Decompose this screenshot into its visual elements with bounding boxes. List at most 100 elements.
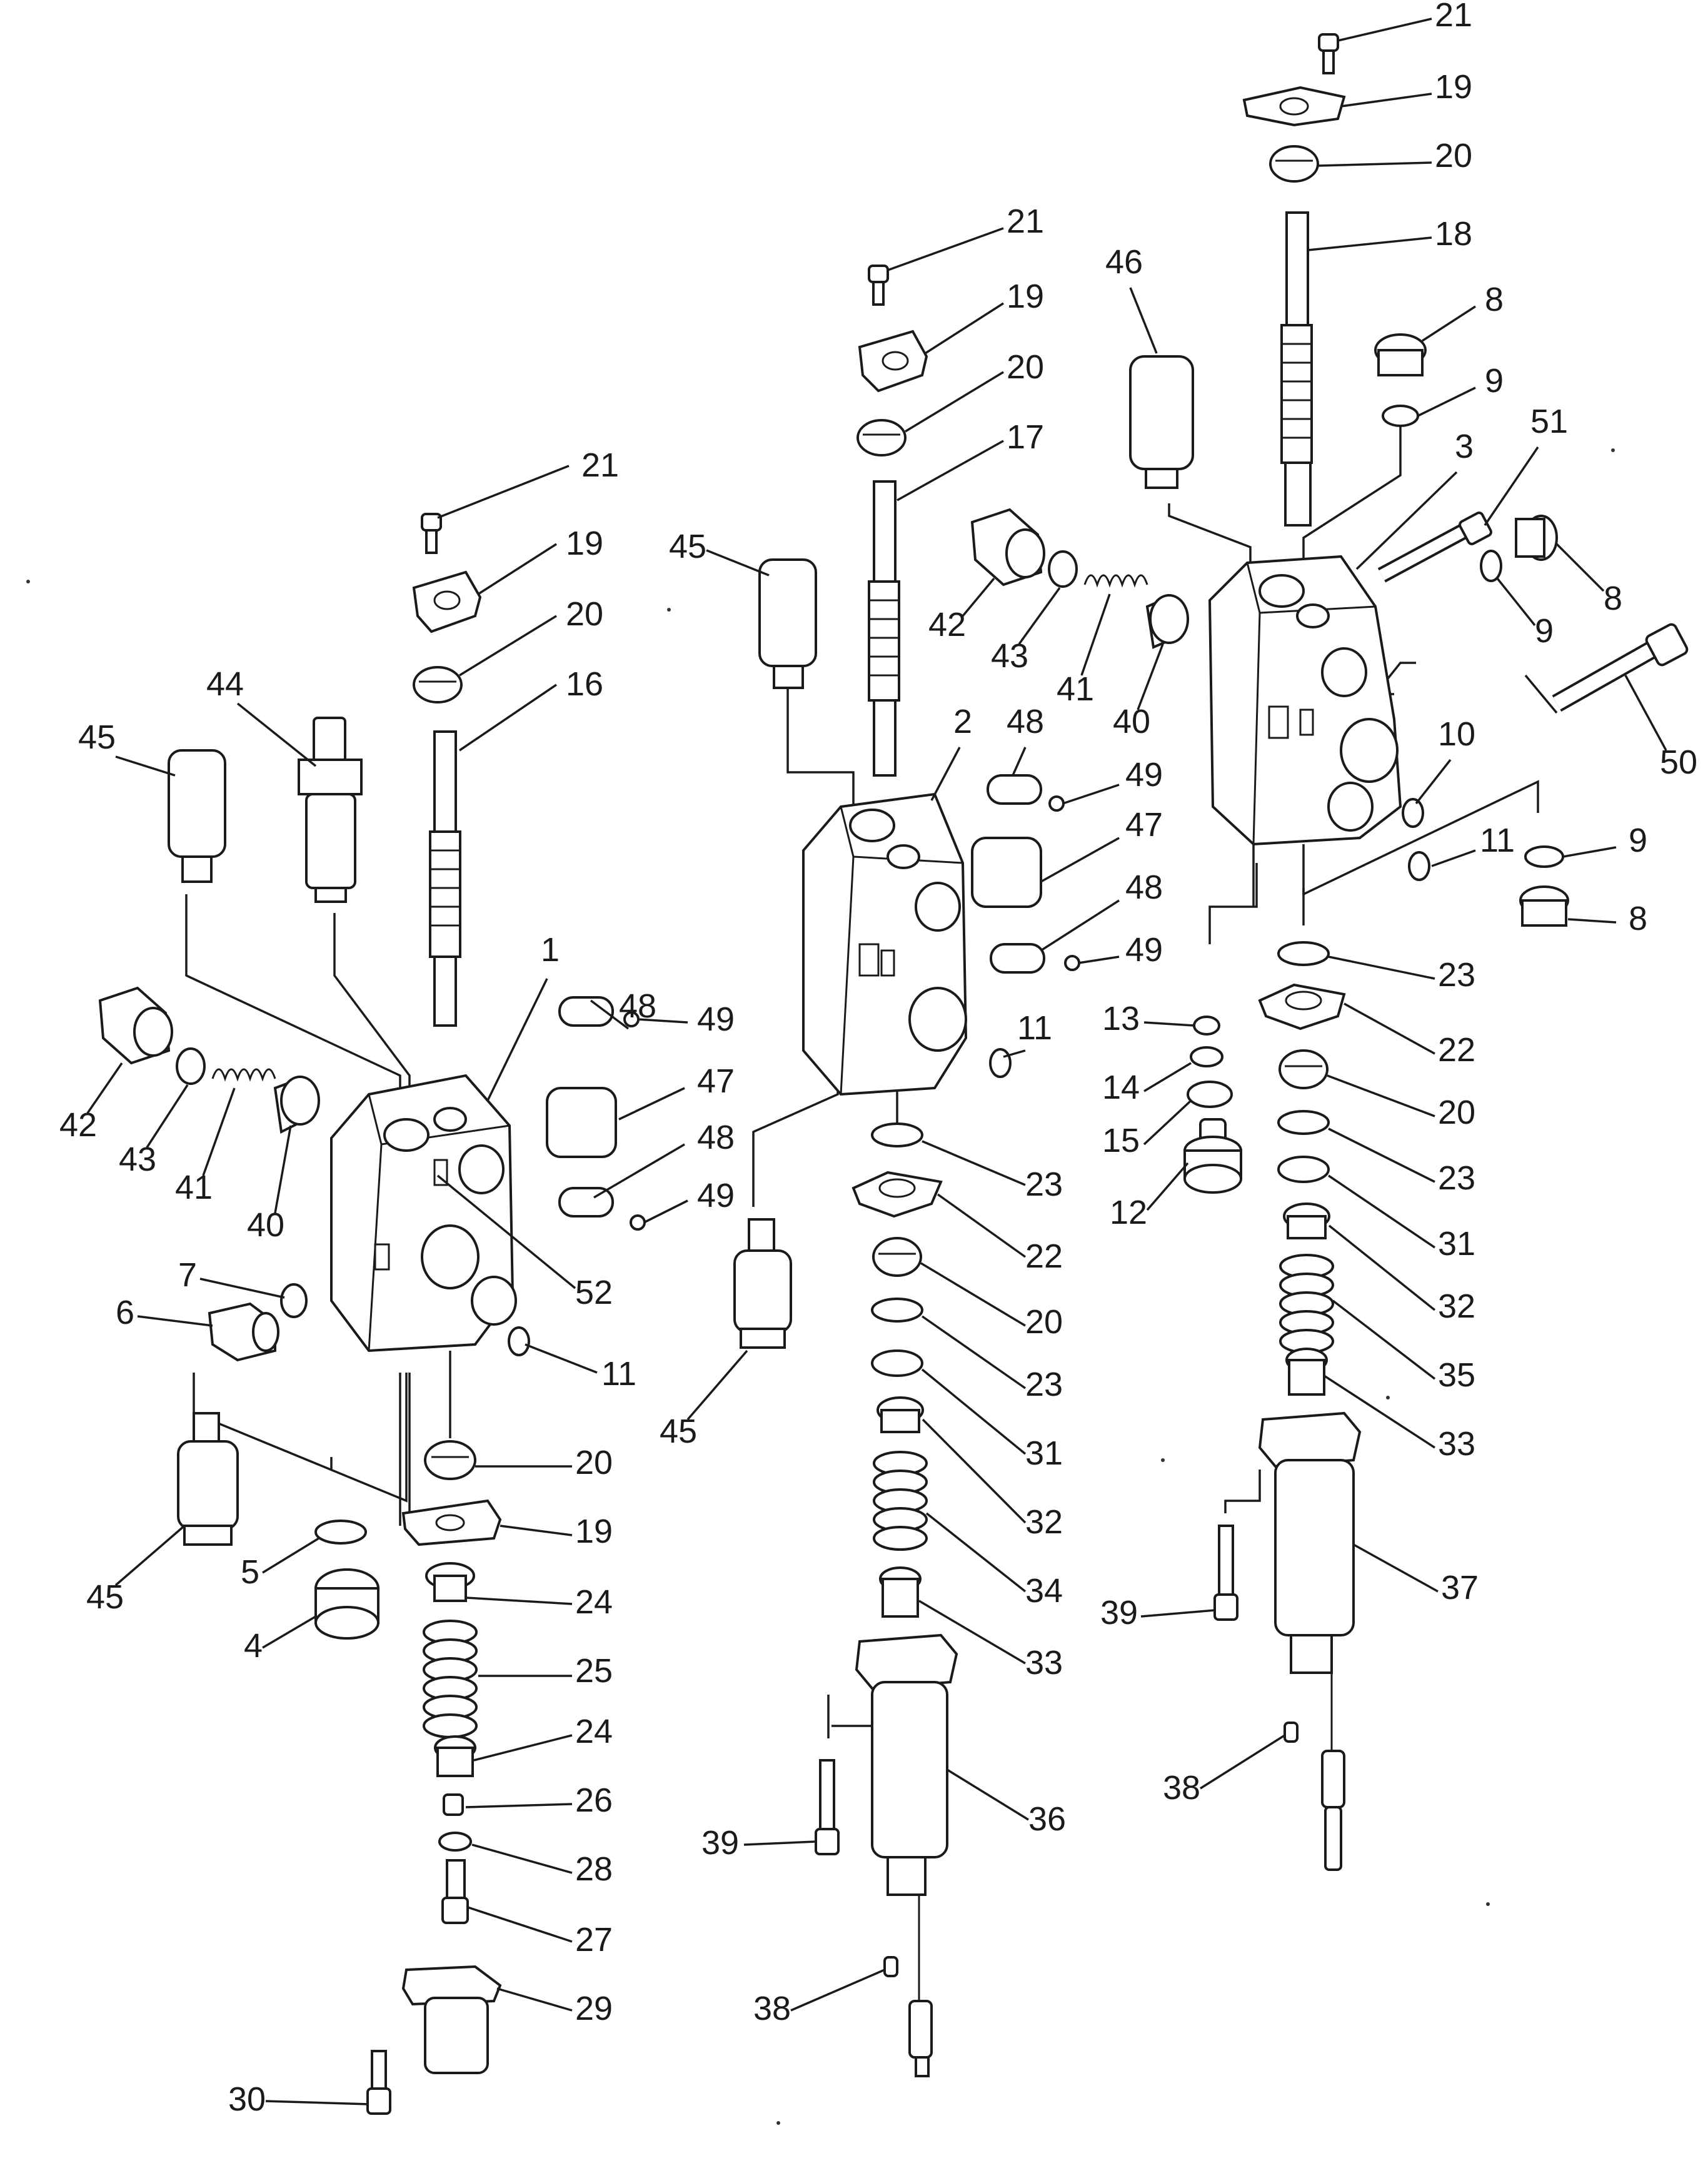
callout-label-c-m-19: 19 — [1007, 278, 1044, 315]
plug-10 — [1402, 798, 1424, 828]
callout-label-c-m-43: 43 — [991, 637, 1028, 675]
callout-leader-c-r-9c — [1562, 846, 1617, 858]
callout-label-c-l-7: 7 — [178, 1256, 197, 1294]
callout-leader-c-r-38 — [1200, 1734, 1285, 1790]
callout-label-c-r-23a: 23 — [1438, 956, 1475, 994]
callout-leader-c-r-37 — [1353, 1543, 1439, 1593]
scan-specks — [26, 448, 1615, 2125]
bushing-26 — [443, 1793, 464, 1816]
callout-leader-c-r-3 — [1355, 471, 1458, 570]
seat-24-left-a — [425, 1562, 475, 1602]
cover-22-right — [1258, 983, 1346, 1031]
callout-label-c-r-8a: 8 — [1485, 281, 1504, 318]
callout-leader-c-r-35 — [1332, 1299, 1436, 1380]
callout-label-c-r-37: 37 — [1441, 1569, 1479, 1606]
callout-leader-c-m-49b — [1078, 955, 1120, 964]
callout-label-c-m-48a: 48 — [1007, 703, 1044, 740]
callout-leader-c-m-23a — [922, 1140, 1026, 1186]
callout-label-c-r-50: 50 — [1660, 744, 1697, 781]
callout-leader-c-r-46 — [1129, 287, 1158, 354]
callout-leader-c-m-49a — [1062, 784, 1120, 805]
bolt-21-right — [1318, 33, 1339, 74]
callout-leader-c-l-48a — [590, 999, 630, 1030]
callout-leader-c-r-23b — [1328, 1127, 1435, 1183]
callout-leader-c-l-28 — [471, 1843, 573, 1874]
callout-label-c-r-20a: 20 — [1435, 137, 1472, 174]
callout-label-c-l-45a: 45 — [78, 718, 116, 756]
callout-leader-c-l-7 — [199, 1278, 285, 1299]
callout-label-c-l-24b: 24 — [575, 1713, 613, 1750]
callout-label-c-r-35: 35 — [1438, 1356, 1475, 1394]
callout-label-c-r-3: 3 — [1455, 428, 1474, 465]
callout-label-c-m-45a: 45 — [669, 528, 706, 565]
callout-leader-c-l-49b — [643, 1199, 688, 1224]
callout-leader-c-r-20a — [1317, 161, 1432, 167]
callout-leader-c-l-47 — [618, 1087, 685, 1121]
callout-label-c-l-48b: 48 — [697, 1119, 735, 1156]
seal-20-left — [413, 666, 463, 703]
callout-leader-c-l-19b — [500, 1525, 573, 1536]
spring-25 — [423, 1620, 478, 1738]
callout-leader-c-m-36 — [947, 1768, 1029, 1821]
cover-22-middle — [851, 1171, 943, 1218]
oring-23-right-b — [1277, 1110, 1330, 1135]
oring-5 — [314, 1520, 367, 1545]
oring-49-left-b — [630, 1214, 646, 1231]
oring-9-right-b — [1480, 550, 1502, 582]
valve-body-1 — [330, 1074, 517, 1353]
bolt-39-right — [1213, 1525, 1238, 1621]
poppet-40-middle — [1145, 594, 1189, 649]
oring-23-right-a — [1277, 941, 1330, 966]
callout-label-c-r-51: 51 — [1530, 403, 1568, 440]
seat-33-middle — [879, 1566, 922, 1618]
callout-leader-c-l-19a — [478, 543, 557, 595]
callout-leader-c-r-8c — [1567, 918, 1617, 924]
gasket-47-middle — [971, 837, 1042, 908]
callout-leader-c-m-45b — [686, 1349, 748, 1421]
flange-19-left-lower — [401, 1499, 502, 1546]
callout-leader-c-m-40 — [1137, 643, 1164, 710]
callout-label-c-m-20b: 20 — [1025, 1303, 1063, 1341]
oring-43-middle — [1048, 550, 1078, 588]
washer-28 — [438, 1832, 472, 1852]
callout-leader-c-r-9b — [1496, 577, 1536, 627]
actuator-37 — [1258, 1411, 1362, 1871]
callout-leader-c-r-20b — [1327, 1074, 1435, 1117]
callout-leader-c-l-41 — [202, 1087, 236, 1176]
callout-label-c-l-20b: 20 — [575, 1444, 613, 1481]
callout-label-c-r-20b: 20 — [1438, 1094, 1475, 1131]
callout-label-c-l-26: 26 — [575, 1782, 613, 1819]
oring-23-middle-a — [871, 1122, 923, 1147]
seal-20-right — [1269, 145, 1319, 183]
callout-leader-c-l-45a — [115, 755, 176, 777]
valve-body-3 — [1208, 555, 1402, 846]
callout-leader-c-r-9a — [1417, 386, 1476, 417]
left-section-parts — [98, 513, 646, 2115]
callout-leader-c-m-48b — [1040, 899, 1120, 952]
spring-41-middle — [1083, 574, 1148, 588]
right-section-parts — [1129, 33, 1689, 1871]
callout-leader-c-m-23b — [921, 1315, 1027, 1389]
callout-leader-c-r-15 — [1143, 1099, 1192, 1146]
callout-leader-c-l-26 — [465, 1803, 573, 1808]
callout-label-c-l-52: 52 — [575, 1274, 613, 1311]
seal-48-middle-a — [987, 774, 1042, 805]
callout-leader-c-m-20b — [920, 1262, 1026, 1327]
spring-41-left — [211, 1068, 276, 1082]
oring-23-middle-b — [871, 1298, 923, 1323]
cap-4 — [314, 1568, 379, 1640]
callout-label-c-r-39: 39 — [1100, 1594, 1138, 1631]
callout-label-c-m-20a: 20 — [1007, 348, 1044, 386]
callout-leader-c-m-38 — [790, 1969, 885, 2012]
callout-label-c-l-28: 28 — [575, 1850, 613, 1888]
callout-leader-c-r-39 — [1140, 1609, 1215, 1618]
callout-label-c-r-8b: 8 — [1604, 580, 1622, 617]
seal-20-middle — [857, 419, 907, 456]
seal-20-right-lower — [1278, 1049, 1329, 1089]
callout-label-c-m-34: 34 — [1025, 1572, 1063, 1610]
actuator-36 — [855, 1633, 958, 2077]
callout-label-c-m-2: 2 — [953, 703, 972, 740]
plug-8-right-b — [1515, 515, 1558, 561]
oring-49-middle-b — [1064, 955, 1080, 971]
